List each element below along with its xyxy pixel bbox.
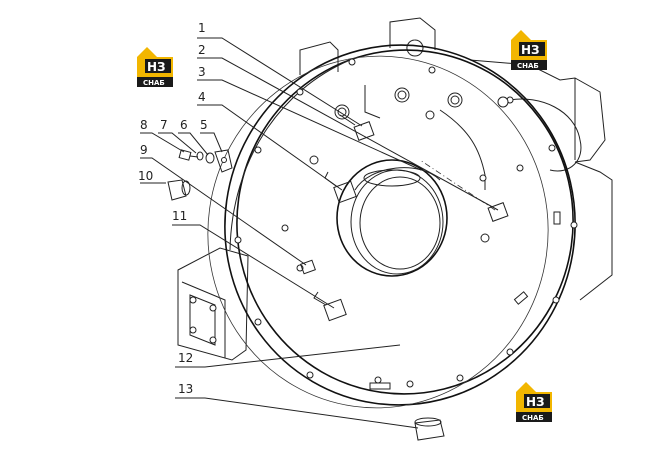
plate-part-5 [214,149,233,173]
callout-1: 1 [198,21,206,35]
brand-logo: НЗ CHAБ [137,47,173,87]
bolt-part-11 [313,291,347,322]
svg-text:CHAБ: CHAБ [522,414,544,422]
svg-text:CHAБ: CHAБ [143,79,165,87]
bolt-part-8 [178,149,199,161]
callout-2: 2 [198,43,206,57]
callout-4: 4 [198,90,206,104]
svg-text:НЗ: НЗ [521,43,540,57]
leader-lines [140,37,499,429]
svg-text:НЗ: НЗ [526,395,545,409]
rim-bolt-holes [234,58,578,388]
svg-text:НЗ: НЗ [147,60,166,74]
washer-part-7 [196,151,204,161]
callout-3: 3 [198,65,206,79]
svg-text:CHAБ: CHAБ [517,62,539,70]
screw-part-9 [300,259,316,275]
mounting-bracket [177,247,249,361]
washer-part-6 [205,152,215,164]
callout-6: 6 [180,118,188,132]
plug-part-13 [414,417,445,441]
callout-5: 5 [200,118,208,132]
bolt-part-1 [339,114,375,141]
callout-11: 11 [172,209,187,223]
callout-9: 9 [140,143,148,157]
callout-13: 13 [178,382,193,396]
center-bore [336,159,448,277]
brand-logo: НЗ CHAБ [516,382,552,422]
callout-10: 10 [138,169,153,183]
callout-12: 12 [178,351,193,365]
callout-8: 8 [140,118,148,132]
brand-logo: НЗ CHAБ [511,30,547,70]
callout-labels: 1 2 3 4 5 6 7 8 9 10 11 12 13 [138,21,208,396]
callout-7: 7 [160,118,168,132]
plug-part-10 [167,179,191,201]
housing-outer-rim [207,44,576,409]
